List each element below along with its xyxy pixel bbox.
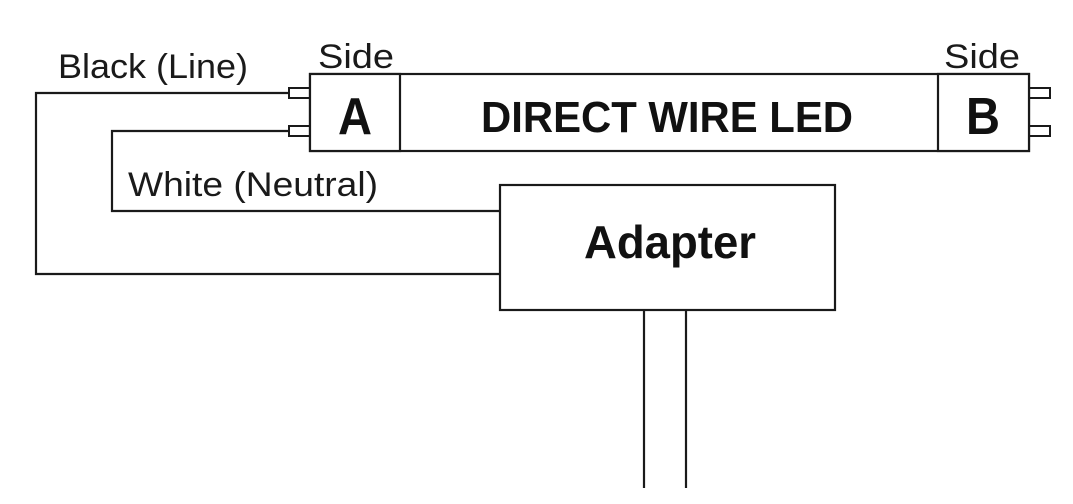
black-line-label: Black (Line) <box>58 48 248 86</box>
side-b-caption: Side <box>944 38 1020 76</box>
side-a-letter: A <box>338 88 372 146</box>
white-neutral-label: White (Neutral) <box>128 166 378 204</box>
tube-label: DIRECT WIRE LED <box>481 93 853 142</box>
side-b-cap <box>936 72 1031 153</box>
adapter-box <box>498 183 837 312</box>
black-line-wire <box>34 91 500 276</box>
adapter-label: Adapter <box>584 216 756 268</box>
side-a-bottom-pin <box>288 125 311 137</box>
white-neutral-wire <box>110 129 500 213</box>
side-b-top-pin <box>1028 87 1051 99</box>
side-a-caption: Side <box>318 38 394 76</box>
side-b-bottom-pin <box>1028 125 1051 137</box>
side-b-letter: B <box>966 88 1000 146</box>
side-a-cap <box>308 72 402 153</box>
side-a-top-pin <box>288 87 311 99</box>
